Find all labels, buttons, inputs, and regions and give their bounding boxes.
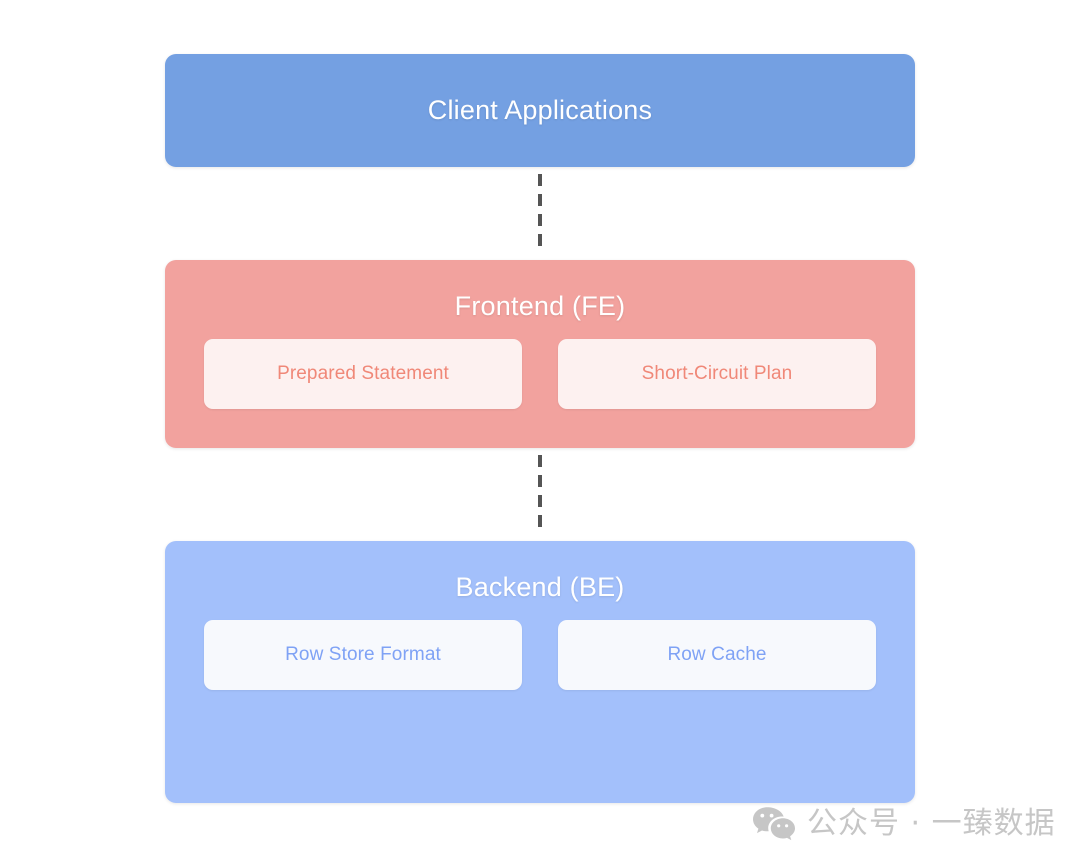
connector-frontend-to-backend — [538, 455, 542, 535]
card-row-cache[interactable]: Row Cache — [558, 620, 876, 690]
layer-client-applications: Client Applications — [165, 54, 915, 167]
watermark-text: 公众号 · 一臻数据 — [807, 806, 1056, 841]
layer-title-client-applications: Client Applications — [427, 95, 653, 125]
connector-client-to-frontend — [538, 174, 542, 254]
backend-card-row: Row Store Format Row Cache — [204, 620, 876, 690]
card-prepared-statement[interactable]: Prepared Statement — [204, 339, 522, 409]
wechat-icon — [753, 807, 795, 841]
layer-title-backend: Backend (BE) — [455, 572, 625, 602]
layer-backend: Backend (BE) Row Store Format Row Cache — [165, 541, 915, 803]
frontend-card-row: Prepared Statement Short-Circuit Plan — [204, 339, 876, 409]
layer-frontend: Frontend (FE) Prepared Statement Short-C… — [165, 260, 915, 448]
card-short-circuit-plan[interactable]: Short-Circuit Plan — [558, 339, 876, 409]
layer-title-frontend: Frontend (FE) — [454, 291, 626, 321]
card-row-store-format[interactable]: Row Store Format — [204, 620, 522, 690]
watermark: 公众号 · 一臻数据 — [752, 806, 1056, 842]
